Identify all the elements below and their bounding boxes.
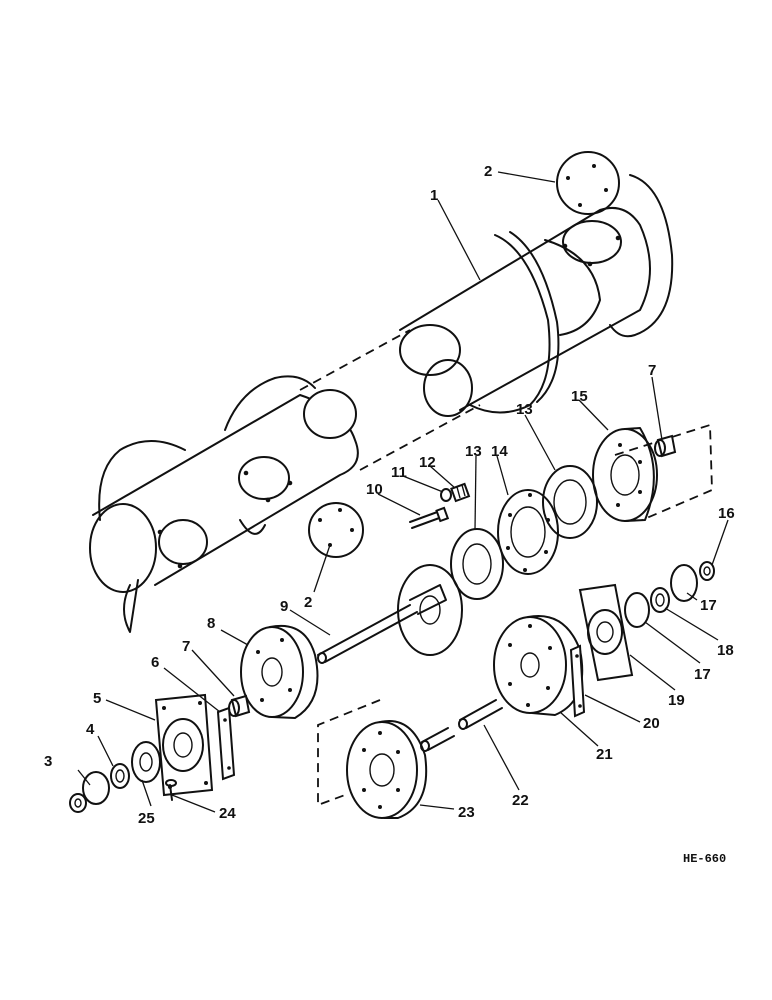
callout-labels: 1 2 2 3 4 5 6 7 7 8 9 10 11 12 13 13 14 …: [44, 163, 735, 866]
callout-19: 19: [668, 692, 685, 709]
callout-9: 9: [280, 598, 288, 615]
cover-plate-lower: [308, 502, 364, 558]
callout-5: 5: [93, 690, 101, 707]
washer-11: [440, 488, 452, 502]
figure-code: HE-660: [683, 852, 726, 866]
callout-16: 16: [718, 505, 735, 522]
flange-25: [131, 741, 161, 783]
bolt-10: [409, 506, 450, 529]
callout-17-upper: 17: [700, 597, 717, 614]
bushing-7-lower: [228, 694, 251, 718]
callout-7-upper: 7: [648, 362, 656, 379]
pulley-8: [240, 624, 319, 719]
callout-22: 22: [512, 792, 529, 809]
shaft-assembly: [317, 564, 463, 664]
bearing-18: [650, 587, 670, 613]
callout-20: 20: [643, 715, 660, 732]
callout-3: 3: [44, 753, 52, 770]
bearing-plate-19: [578, 583, 634, 682]
bolt-24: [165, 779, 177, 801]
callout-2-lower: 2: [304, 594, 312, 611]
bearing-plate-5: [154, 693, 214, 797]
auger-tube-assembly: [89, 174, 674, 633]
callout-15: 15: [571, 388, 588, 405]
pulley-21: [493, 615, 584, 716]
callout-1: 1: [430, 187, 438, 204]
callout-6: 6: [151, 654, 159, 671]
callout-10: 10: [366, 481, 383, 498]
callout-17-lower: 17: [694, 666, 711, 683]
callout-21: 21: [596, 746, 613, 763]
callout-8: 8: [207, 615, 215, 632]
callout-11: 11: [391, 464, 407, 481]
callout-13-left: 13: [465, 443, 482, 460]
ring-13-left: [450, 528, 504, 600]
collar-16: [699, 561, 715, 581]
callout-24: 24: [219, 805, 236, 822]
pulley-15: [592, 427, 658, 522]
callout-18: 18: [717, 642, 734, 659]
bearing-4: [110, 763, 130, 789]
bar-20: [569, 644, 586, 718]
flange-14: [497, 489, 559, 575]
callout-13-right: 13: [516, 401, 533, 418]
callout-12: 12: [419, 454, 436, 471]
cover-plate-upper: [556, 151, 620, 215]
callout-14: 14: [491, 443, 508, 460]
callout-2-upper: 2: [484, 163, 492, 180]
callout-25: 25: [138, 810, 155, 827]
shaft-22: [420, 699, 503, 752]
callout-7-lower: 7: [182, 638, 190, 655]
flange-17-upper: [670, 564, 698, 602]
bar-6: [216, 706, 236, 781]
flange-17-lower: [624, 592, 650, 628]
bushing-7-upper: [654, 434, 677, 458]
collar-3: [69, 771, 110, 813]
leader-lines: [77, 171, 729, 813]
ring-13-right: [542, 465, 598, 539]
hub-23: [346, 720, 428, 819]
phantom-line-lower: [317, 699, 381, 807]
nut-12: [450, 482, 471, 503]
callout-23: 23: [458, 804, 475, 821]
callout-4: 4: [86, 721, 95, 738]
